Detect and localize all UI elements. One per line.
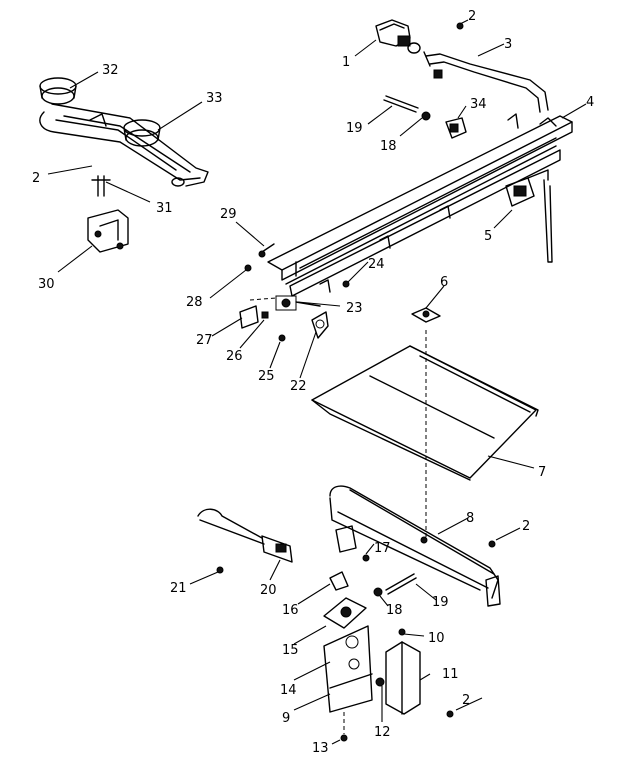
part-control-bracket: [323, 597, 385, 742]
callout-7: 7: [538, 465, 546, 480]
callout-2-left: 2: [32, 171, 40, 186]
part-valve: [445, 117, 467, 139]
part-valve-body: [239, 280, 350, 342]
callout-32: 32: [102, 63, 119, 78]
part-igniter: [197, 508, 293, 574]
callout-19-upper: 19: [346, 121, 363, 136]
callout-12: 12: [374, 725, 391, 740]
part-burner-orifice: [329, 525, 370, 591]
callout-34: 34: [470, 97, 487, 112]
part-wing-nut: [411, 307, 441, 323]
callout-24: 24: [368, 257, 385, 272]
part-orifice-upper: [383, 95, 431, 121]
callout-25: 25: [258, 369, 275, 384]
part-screw-right: [488, 540, 496, 548]
callout-4: 4: [586, 95, 594, 110]
part-screw-top: [456, 22, 464, 30]
callout-27: 27: [196, 333, 213, 348]
callout-29: 29: [220, 207, 237, 222]
callout-15: 15: [282, 643, 299, 658]
part-switch: [505, 169, 553, 263]
callout-21: 21: [170, 581, 187, 596]
part-cover-box: [385, 628, 454, 718]
part-gas-tube: [423, 51, 549, 113]
part-screw-28: [244, 264, 252, 272]
part-burner-pin: [91, 175, 111, 197]
callout-6: 6: [440, 275, 448, 290]
callout-17: 17: [374, 541, 391, 556]
callout-2-top: 2: [468, 9, 476, 24]
part-orifice-lower: [373, 573, 417, 597]
part-baffle: [311, 330, 539, 540]
callout-19-lower: 19: [432, 595, 449, 610]
callout-31: 31: [156, 201, 173, 216]
leader-lines: [47, 19, 587, 745]
callout-14: 14: [280, 683, 297, 698]
part-screw-29: [258, 243, 275, 258]
callout-16: 16: [282, 603, 299, 618]
part-bake-burner: [329, 485, 501, 607]
callout-labels: 1 2 3 4 5 6 7 8 2 2 9 10 11 12 13 14 15 …: [32, 9, 594, 756]
callout-5: 5: [484, 229, 492, 244]
part-regulator: [375, 19, 421, 54]
callout-22: 22: [290, 379, 307, 394]
callout-26: 26: [226, 349, 243, 364]
callout-9: 9: [282, 711, 290, 726]
callout-11: 11: [442, 667, 459, 682]
callout-23: 23: [346, 301, 363, 316]
callout-8: 8: [466, 511, 474, 526]
part-burner-bracket: [87, 209, 129, 253]
part-burner-assembly: [39, 77, 209, 187]
callout-2-bottom: 2: [462, 693, 470, 708]
callout-20: 20: [260, 583, 277, 598]
callout-3: 3: [504, 37, 512, 52]
callout-2-right: 2: [522, 519, 530, 534]
callout-1: 1: [342, 55, 350, 70]
part-gasket: [311, 311, 329, 339]
callout-18-lower: 18: [386, 603, 403, 618]
callout-28: 28: [186, 295, 203, 310]
callout-13: 13: [312, 741, 329, 756]
part-manifold: [267, 113, 573, 297]
callout-30: 30: [38, 277, 55, 292]
callout-33: 33: [206, 91, 223, 106]
callout-18-upper: 18: [380, 139, 397, 154]
callout-10: 10: [428, 631, 445, 646]
